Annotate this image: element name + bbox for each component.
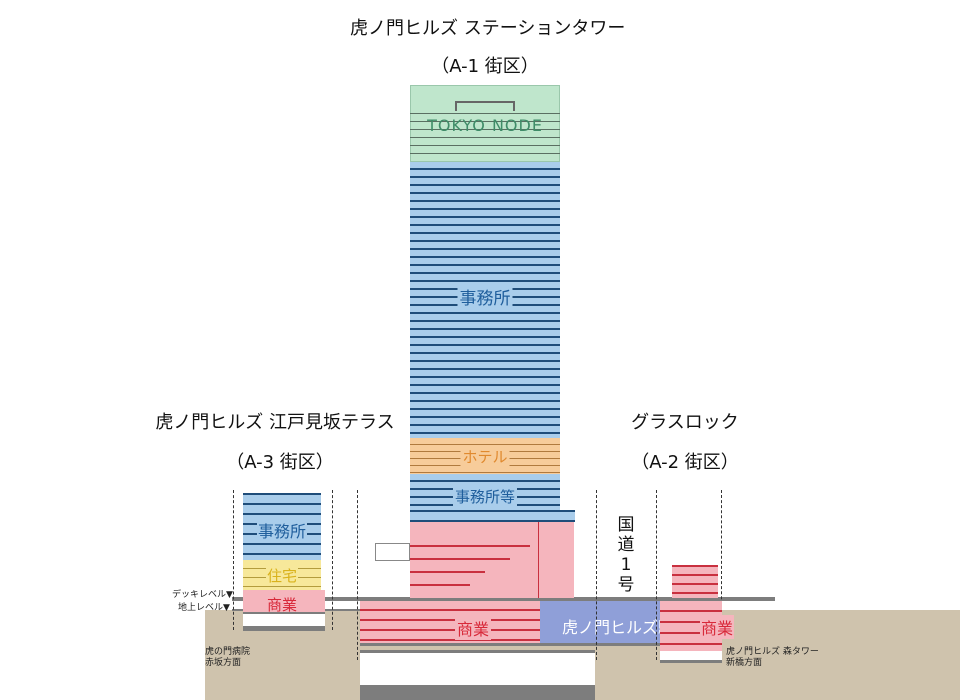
a2-dash-right — [721, 490, 722, 660]
direction-right-1: 虎ノ門ヒルズ 森タワー — [726, 647, 819, 657]
station-label: 虎ノ門ヒルズ駅 — [561, 618, 675, 637]
basement-white — [360, 653, 595, 685]
base-line-2 — [360, 650, 595, 653]
deck-line — [232, 597, 775, 601]
rooftop-bar-right — [513, 101, 515, 111]
podium-divider — [538, 522, 539, 598]
ground-level-label: 地上レベル▼ — [178, 603, 230, 613]
podium-retail-a1 — [410, 522, 574, 598]
node-floor-lines — [410, 113, 560, 161]
road-dash-right — [656, 490, 657, 660]
residential-label-a3: 住宅 — [265, 565, 299, 586]
base-deck-line — [360, 643, 687, 646]
a3-name: 虎ノ門ヒルズ 江戸見坂テラス — [155, 412, 395, 433]
canopy-a1 — [410, 510, 575, 522]
retail-label-a3: 商業 — [266, 596, 298, 614]
a3-basement — [243, 614, 325, 626]
office2-label-a1: 事務所等 — [452, 486, 518, 507]
basement-bottom — [360, 685, 595, 700]
retail-label-a2: 商業 — [699, 615, 735, 639]
a3-base-line — [243, 612, 325, 614]
direction-right-2: 新橋方面 — [726, 658, 763, 668]
podium-line-3 — [410, 571, 485, 573]
direction-left-1: 虎の門病院 — [205, 647, 251, 657]
road-label: 国道1号 — [617, 515, 635, 595]
deck-level-label: デッキレベル▼ — [172, 590, 233, 600]
a3-dash-1 — [233, 490, 234, 630]
a3-block: （A-3 街区） — [226, 452, 334, 473]
a2-block: （A-2 街区） — [631, 452, 739, 473]
a1-block: （A-1 街区） — [431, 56, 539, 77]
rooftop-bar-left — [455, 101, 457, 111]
retail-label-a1: 商業 — [454, 616, 492, 640]
podium-line-1 — [410, 545, 530, 547]
small-awning — [375, 543, 410, 561]
road-dash-left — [596, 490, 597, 660]
base-retail-a1 — [360, 601, 540, 643]
office-label-a1: 事務所 — [457, 284, 513, 309]
tokyo-node-label: TOKYO NODE — [427, 116, 543, 135]
direction-left-2: 赤坂方面 — [205, 658, 242, 668]
a3-basement-bottom — [243, 626, 325, 631]
hotel-label-a1: ホテル — [460, 446, 510, 467]
a2-bottom — [660, 651, 722, 663]
rooftop-bar — [455, 101, 515, 103]
a3-dash-3 — [357, 490, 358, 660]
retail-upper-a2 — [672, 565, 718, 598]
a1-name: 虎ノ門ヒルズ ステーションタワー — [350, 18, 626, 39]
retail-section-a3 — [243, 590, 325, 612]
a2-name: グラスロック — [631, 412, 739, 433]
podium-line-2 — [410, 558, 510, 560]
a3-dash-2 — [332, 490, 333, 630]
office-label-a3: 事務所 — [256, 518, 308, 542]
podium-line-4 — [410, 584, 470, 586]
